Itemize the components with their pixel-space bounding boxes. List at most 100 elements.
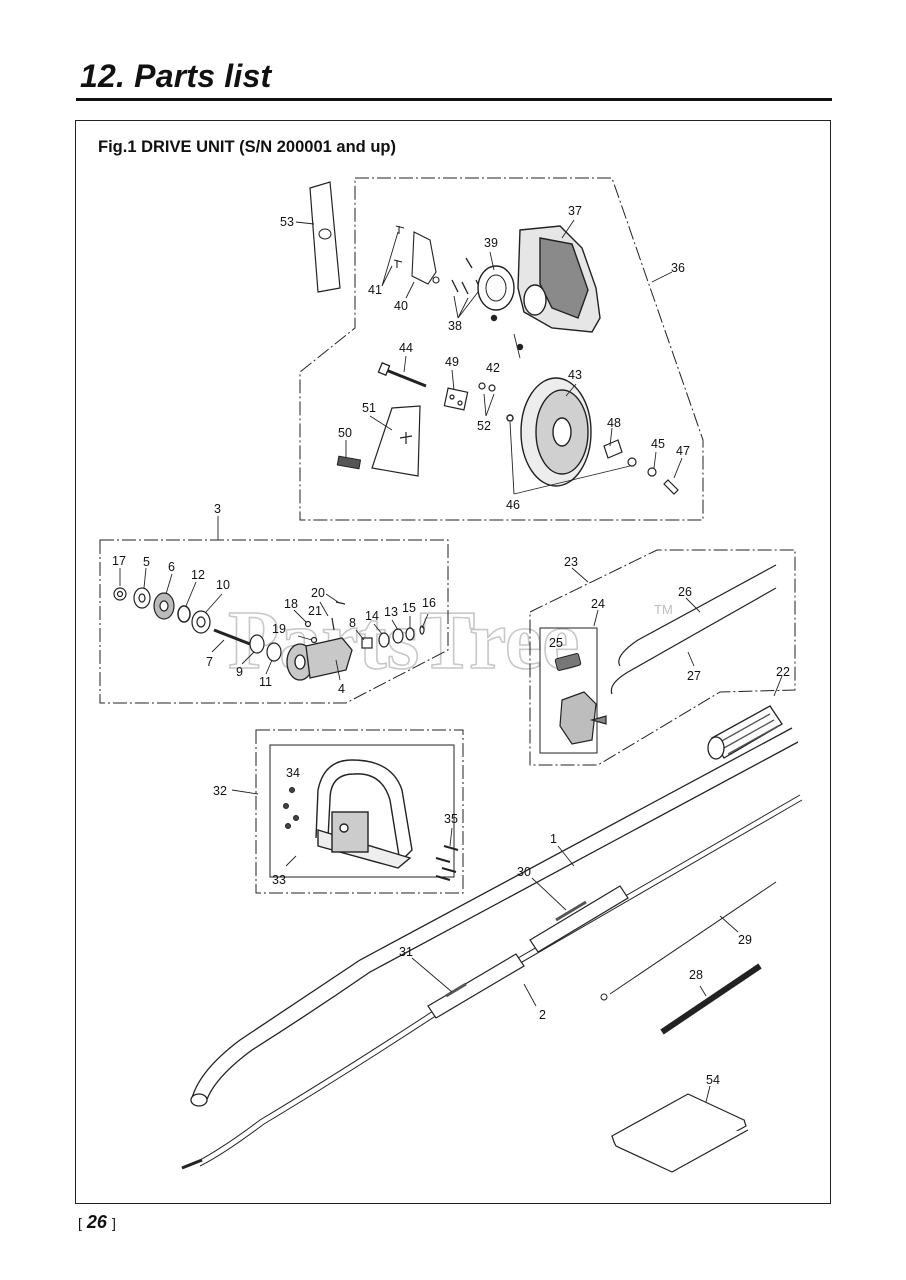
part-33-handle (315, 759, 413, 869)
part-37-guard (490, 225, 601, 351)
callout-27: 27 (687, 669, 701, 683)
callout-5: 5 (143, 555, 150, 569)
callout-25: 25 (549, 636, 563, 650)
part-38-bolts (451, 257, 483, 295)
part-10-bearing (191, 610, 211, 634)
part-1-main-pipe (190, 727, 799, 1107)
callout-22: 22 (776, 665, 790, 679)
part-29-cable (600, 881, 777, 1001)
part-22-grip (707, 705, 783, 760)
callout-40: 40 (394, 299, 408, 313)
part-25-clip (554, 653, 582, 671)
part-17-nut (113, 587, 127, 601)
callout-38: 38 (448, 319, 462, 333)
part-54-manual (610, 1093, 749, 1173)
callout-52: 52 (477, 419, 491, 433)
callout-37: 37 (568, 204, 582, 218)
callout-20: 20 (311, 586, 325, 600)
callout-6: 6 (168, 560, 175, 574)
callout-32: 32 (213, 784, 227, 798)
callout-47: 47 (676, 444, 690, 458)
group-outlines (99, 177, 796, 894)
callout-42: 42 (486, 361, 500, 375)
callout-18: 18 (284, 597, 298, 611)
callout-33: 33 (272, 873, 286, 887)
callout-23: 23 (564, 555, 578, 569)
callout-16: 16 (422, 596, 436, 610)
part-44-axle-bolt (377, 362, 427, 388)
callout-36: 36 (671, 261, 685, 275)
callout-15: 15 (402, 601, 416, 615)
callout-43: 43 (568, 368, 582, 382)
part-53-plate (309, 181, 341, 293)
leader-lines (119, 219, 783, 1103)
title-rule (76, 98, 832, 101)
group-outline-gear-case (99, 539, 449, 704)
callout-44: 44 (399, 341, 413, 355)
part-34-nuts (283, 787, 299, 829)
part-49-bracket (443, 387, 469, 411)
page-number: [ 26 ] (78, 1212, 116, 1232)
callout-29: 29 (738, 933, 752, 947)
callout-54: 54 (706, 1073, 720, 1087)
parts-8-16-spacers (361, 625, 425, 649)
callout-50: 50 (338, 426, 352, 440)
inner-boxes (269, 627, 598, 878)
part-30-sleeve (529, 885, 629, 953)
callout-3: 3 (214, 502, 221, 516)
callout-45: 45 (651, 437, 665, 451)
part-6-holder (153, 592, 175, 620)
callout-26: 26 (678, 585, 692, 599)
callout-14: 14 (365, 609, 379, 623)
part-31-sleeve (427, 953, 525, 1019)
page-number-value: 26 (86, 1212, 107, 1232)
callout-7: 7 (206, 655, 213, 669)
callout-28: 28 (689, 968, 703, 982)
part-48-spacer (603, 439, 637, 467)
figure-frame (75, 120, 831, 1204)
page-title: 12. Parts list (80, 58, 272, 94)
part-47-wing-nut (663, 479, 679, 495)
part-52-screws (478, 382, 496, 392)
part-43-wheel (506, 377, 592, 487)
group-outline-wheel-guard (299, 177, 704, 521)
part-24-throttle (559, 691, 607, 745)
callout-12: 12 (191, 568, 205, 582)
callout-31: 31 (399, 945, 413, 959)
callout-30: 30 (517, 865, 531, 879)
watermark-text: PartsTree (228, 594, 579, 687)
part-35-bolts (435, 845, 459, 881)
callout-13: 13 (384, 605, 398, 619)
callout-11: 11 (259, 675, 272, 689)
part-28-tube (660, 963, 762, 1035)
part-51-plate (371, 405, 421, 477)
callout-41: 41 (368, 283, 382, 297)
callout-49: 49 (445, 355, 459, 369)
group-outline-handle (255, 729, 464, 894)
callout-51: 51 (362, 401, 376, 415)
watermark: PartsTree TM (227, 593, 673, 688)
callout-53: 53 (280, 215, 294, 229)
callout-48: 48 (607, 416, 621, 430)
callout-24: 24 (591, 597, 605, 611)
callout-labels: 1 2 3 4 5 6 7 8 9 10 11 12 13 14 15 16 1… (112, 204, 790, 1087)
part-12-ring (177, 605, 191, 623)
callout-4: 4 (338, 682, 345, 696)
callout-35: 35 (444, 812, 458, 826)
callout-10: 10 (216, 578, 230, 592)
part-50-clip (336, 455, 362, 470)
watermark-tm: TM (654, 602, 673, 617)
part-7-shaft (213, 628, 251, 646)
callout-17: 17 (112, 554, 126, 568)
throttle-inner-box (539, 627, 598, 754)
callout-9: 9 (236, 665, 243, 679)
callout-34: 34 (286, 766, 300, 780)
callout-1: 1 (550, 832, 557, 846)
handle-inner-box (269, 744, 455, 878)
part-11-bearing (266, 642, 282, 662)
callout-46: 46 (506, 498, 520, 512)
callout-2: 2 (539, 1008, 546, 1022)
callout-19: 19 (272, 622, 286, 636)
part-4-gear-case (286, 637, 353, 681)
